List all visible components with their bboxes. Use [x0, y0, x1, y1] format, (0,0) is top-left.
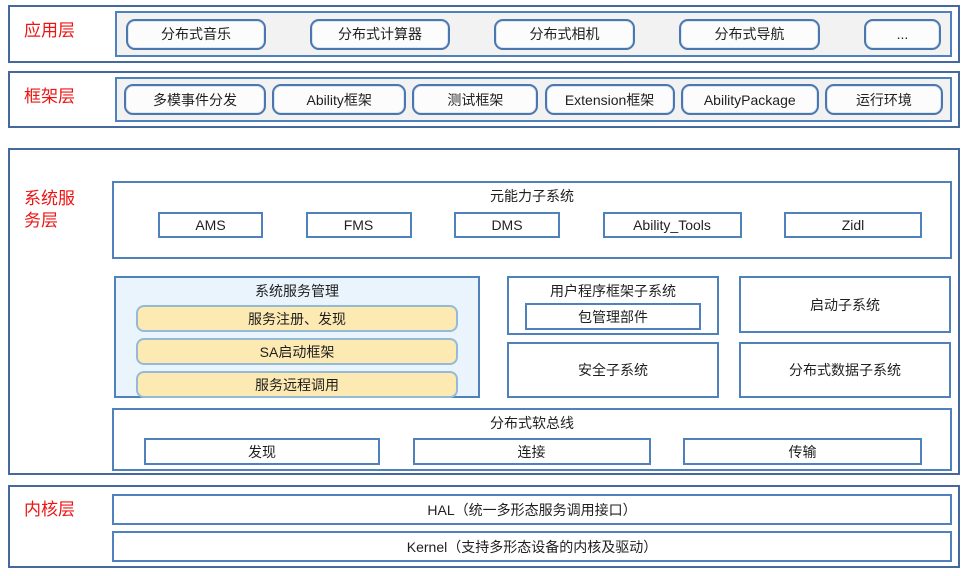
distributed-softbus-title: 分布式软总线 [490, 415, 574, 431]
framework-layer-container: 框架层 多模事件分发 Ability框架 测试框架 Extension框架 Ab… [8, 71, 960, 128]
user-program-framework-title: 用户程序框架子系统 [550, 283, 676, 299]
kernel-layer-label: 内核层 [24, 500, 75, 519]
framework-box-ability-framework: Ability框架 [272, 84, 407, 115]
meta-box-ams: AMS [158, 212, 263, 238]
user-program-box-package-mgmt: 包管理部件 [525, 303, 701, 330]
app-layer-container: 应用层 分布式音乐 分布式计算器 分布式相机 分布式导航 ... [8, 5, 960, 63]
app-box-ellipsis: ... [864, 18, 941, 50]
framework-box-multimodal-event: 多模事件分发 [124, 84, 266, 115]
framework-box-runtime: 运行环境 [824, 84, 943, 115]
system-layer-label: 系统服务层 [24, 189, 75, 231]
meta-ability-subsystem-group: 元能力子系统 AMS FMS DMS Ability_Tools Zidl [112, 181, 952, 259]
user-program-framework-group: 用户程序框架子系统 包管理部件 [507, 276, 719, 335]
security-subsystem-box: 安全子系统 [507, 342, 719, 398]
app-layer-strip: 分布式音乐 分布式计算器 分布式相机 分布式导航 ... [115, 11, 952, 57]
meta-ability-subsystem-title: 元能力子系统 [490, 188, 574, 204]
kernel-layer-container: 内核层 HAL（统一多形态服务调用接口） Kernel（支持多形态设备的内核及驱… [8, 485, 960, 568]
system-layer-container: 系统服务层 元能力子系统 AMS FMS DMS Ability_Tools Z… [8, 148, 960, 475]
app-box-distributed-music: 分布式音乐 [126, 18, 266, 50]
meta-box-zidl: Zidl [784, 212, 922, 238]
app-box-distributed-navigation: 分布式导航 [679, 18, 820, 50]
framework-box-ability-package: AbilityPackage [680, 84, 819, 115]
distributed-softbus-group: 分布式软总线 发现 连接 传输 [112, 408, 952, 471]
mgmt-box-sa-startup-framework: SA启动框架 [136, 338, 458, 365]
framework-box-test-framework: 测试框架 [412, 84, 539, 115]
mgmt-box-service-remote-call: 服务远程调用 [136, 371, 458, 398]
distributed-data-subsystem-box: 分布式数据子系统 [739, 342, 951, 398]
meta-box-dms: DMS [454, 212, 560, 238]
app-box-distributed-calculator: 分布式计算器 [310, 18, 450, 50]
startup-subsystem-box: 启动子系统 [739, 276, 951, 333]
framework-box-extension-framework: Extension框架 [544, 84, 675, 115]
kernel-box-hal: HAL（统一多形态服务调用接口） [112, 494, 952, 525]
app-box-distributed-camera: 分布式相机 [494, 18, 635, 50]
kernel-box-kernel: Kernel（支持多形态设备的内核及驱动） [112, 531, 952, 562]
system-service-mgmt-group: 系统服务管理 服务注册、发现 SA启动框架 服务远程调用 [114, 276, 480, 398]
meta-box-ability-tools: Ability_Tools [602, 212, 742, 238]
system-service-mgmt-title: 系统服务管理 [255, 283, 339, 299]
softbus-box-transmit: 传输 [683, 438, 922, 465]
framework-layer-strip: 多模事件分发 Ability框架 测试框架 Extension框架 Abilit… [115, 77, 952, 122]
meta-box-fms: FMS [305, 212, 412, 238]
mgmt-box-service-register-discover: 服务注册、发现 [136, 305, 458, 332]
softbus-box-connect: 连接 [412, 438, 651, 465]
framework-layer-label: 框架层 [24, 87, 75, 106]
app-layer-label: 应用层 [24, 21, 75, 40]
softbus-box-discover: 发现 [144, 438, 380, 465]
